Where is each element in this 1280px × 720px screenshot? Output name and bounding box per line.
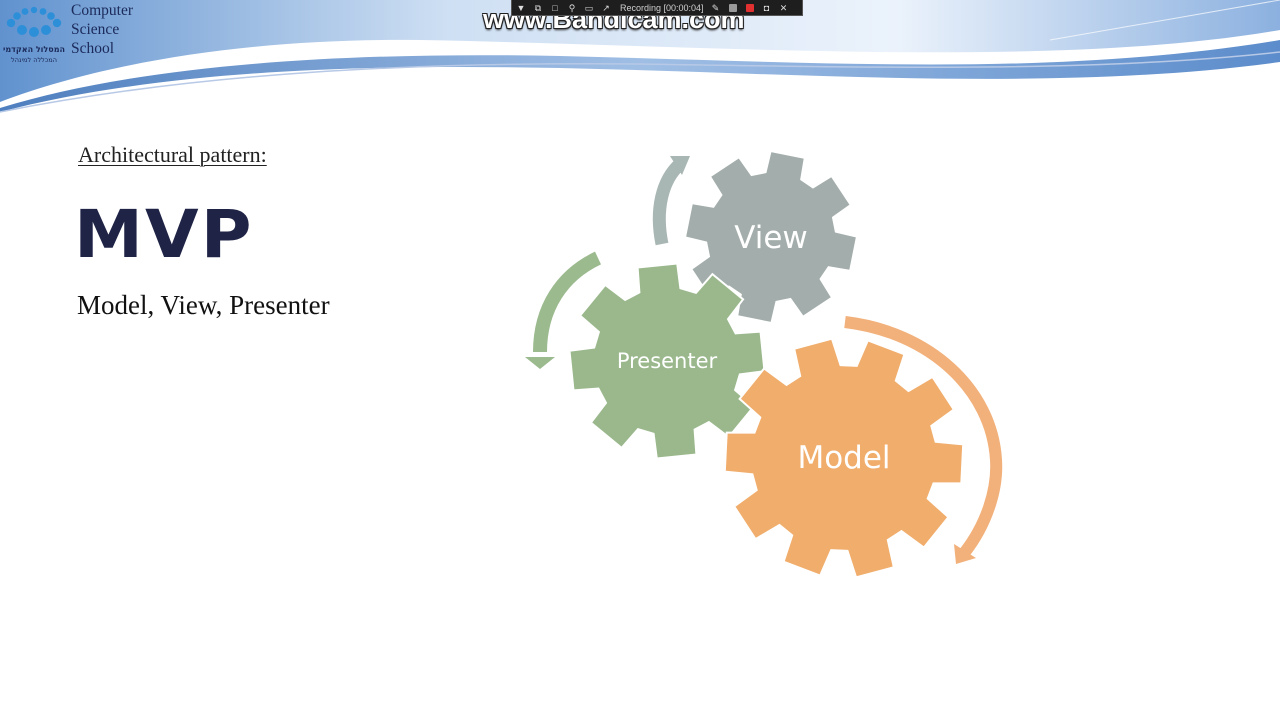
presenter-gear-label: Presenter — [617, 349, 718, 373]
school-logo: המסלול האקדמי המכללה למינהל Computer Sci… — [0, 0, 160, 72]
pencil-icon[interactable]: ✎ — [711, 2, 720, 13]
presenter-gear — [568, 262, 766, 460]
slide-subtitle: Architectural pattern: — [78, 142, 267, 167]
logo-text-line: Computer — [71, 2, 133, 19]
window-mode-icon[interactable]: ⧉ — [534, 2, 542, 13]
presenter-cycle-arrow — [525, 251, 602, 369]
logo-text-line: Science — [71, 21, 120, 38]
view-gear — [683, 149, 859, 325]
slide-expansion: Model, View, Presenter — [77, 290, 330, 320]
school-logo-icon — [6, 6, 62, 37]
stop-icon[interactable] — [745, 3, 755, 13]
slide-title: MVP — [74, 196, 254, 273]
folder-icon[interactable]: ▭ — [584, 2, 594, 13]
collapse-icon[interactable]: ▼ — [516, 2, 526, 13]
popout-icon[interactable]: ↗ — [602, 2, 610, 13]
header-banner — [0, 0, 1280, 113]
mvp-gear-diagram: View Presenter Model — [525, 149, 1003, 579]
close-icon[interactable]: ✕ — [779, 2, 788, 13]
model-gear — [723, 337, 965, 579]
region-icon[interactable]: □ — [552, 2, 558, 13]
view-cycle-arrow — [652, 156, 690, 246]
camera-icon[interactable]: ◘ — [763, 2, 770, 13]
pause-icon[interactable] — [728, 3, 738, 13]
logo-text: Computer Science School — [71, 1, 133, 58]
model-gear-label: Model — [797, 440, 890, 476]
view-gear-label: View — [734, 220, 808, 256]
model-cycle-arrow — [844, 316, 1003, 564]
recording-timer: Recording [00:00:04] — [620, 2, 704, 13]
search-icon[interactable]: ⚲ — [568, 2, 576, 13]
recorder-toolbar: ▼ ⧉ □ ⚲ ▭ ↗ Recording [00:00:04] ✎ ◘ ✕ — [511, 0, 803, 16]
logo-hebrew-title: המסלול האקדמי — [3, 45, 65, 54]
logo-hebrew-subtitle: המכללה למינהל — [11, 56, 57, 64]
logo-text-line: School — [71, 40, 115, 57]
